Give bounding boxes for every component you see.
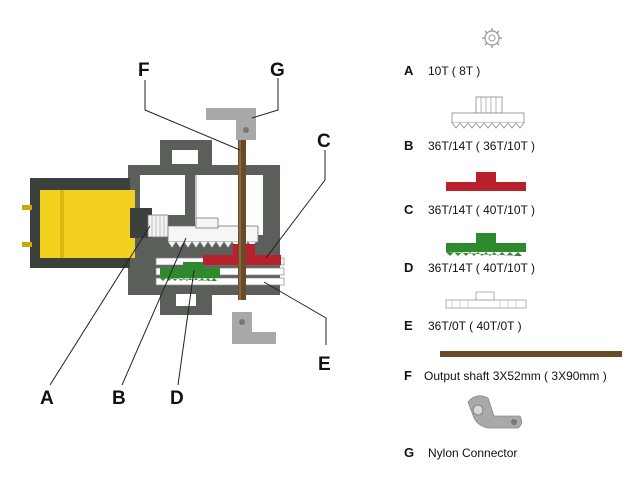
legend-text: Nylon Connector (428, 446, 517, 460)
motor (22, 178, 152, 268)
legend-item-e: E 36T/0T ( 40T/0T ) (404, 291, 527, 333)
callout-g: G (270, 60, 285, 81)
nylon-connector-icon (467, 395, 522, 429)
output-shaft-icon (440, 351, 622, 357)
flat-gear-icon (445, 291, 527, 309)
gearbox-assembly (22, 108, 285, 344)
legend-text: 36T/0T ( 40T/0T ) (428, 319, 522, 333)
legend-letter: E (404, 318, 413, 333)
gear-b-white (167, 217, 259, 249)
legend-item-f: F Output shaft 3X52mm ( 3X90mm ) (404, 351, 622, 383)
legend-text: 36T/14T ( 40T/10T ) (428, 261, 535, 275)
legend-item-d: D 36T/14T ( 40T/10T ) (404, 233, 535, 275)
parts-legend: A 10T ( 8T ) B 36T/14T ( 36T/10T ) (404, 28, 622, 460)
callout-c: C (317, 131, 331, 152)
legend-letter: C (404, 202, 414, 217)
white-gear-icon (451, 96, 525, 129)
legend-letter: F (404, 368, 412, 383)
callout-labels: F G C A B D E (40, 60, 331, 409)
legend-text: 36T/14T ( 40T/10T ) (428, 203, 535, 217)
callout-d: D (170, 388, 184, 409)
legend-item-c: C 36T/14T ( 40T/10T ) (404, 172, 535, 217)
legend-letter: A (404, 63, 414, 78)
green-gear-icon (446, 233, 526, 256)
output-shaft (238, 140, 246, 300)
legend-item-g: G Nylon Connector (404, 395, 522, 460)
callout-a: A (40, 388, 54, 409)
nylon-connector-top (206, 108, 256, 140)
gear-a-pinion (147, 214, 169, 238)
red-gear-icon (446, 172, 526, 191)
legend-letter: B (404, 138, 413, 153)
legend-text: 36T/14T ( 36T/10T ) (428, 139, 535, 153)
nylon-connector-bottom (232, 312, 276, 344)
legend-text: 10T ( 8T ) (428, 64, 480, 78)
callout-f: F (138, 60, 150, 81)
legend-letter: D (404, 260, 413, 275)
callout-e: E (318, 354, 331, 375)
callout-b: B (112, 388, 126, 409)
leader-lines (49, 78, 327, 386)
legend-item-a: A 10T ( 8T ) (404, 28, 502, 78)
small-gear-icon (482, 28, 502, 48)
legend-item-b: B 36T/14T ( 36T/10T ) (404, 96, 535, 153)
legend-letter: G (404, 445, 414, 460)
gear-d-green (160, 262, 220, 281)
legend-text: Output shaft 3X52mm ( 3X90mm ) (424, 369, 607, 383)
